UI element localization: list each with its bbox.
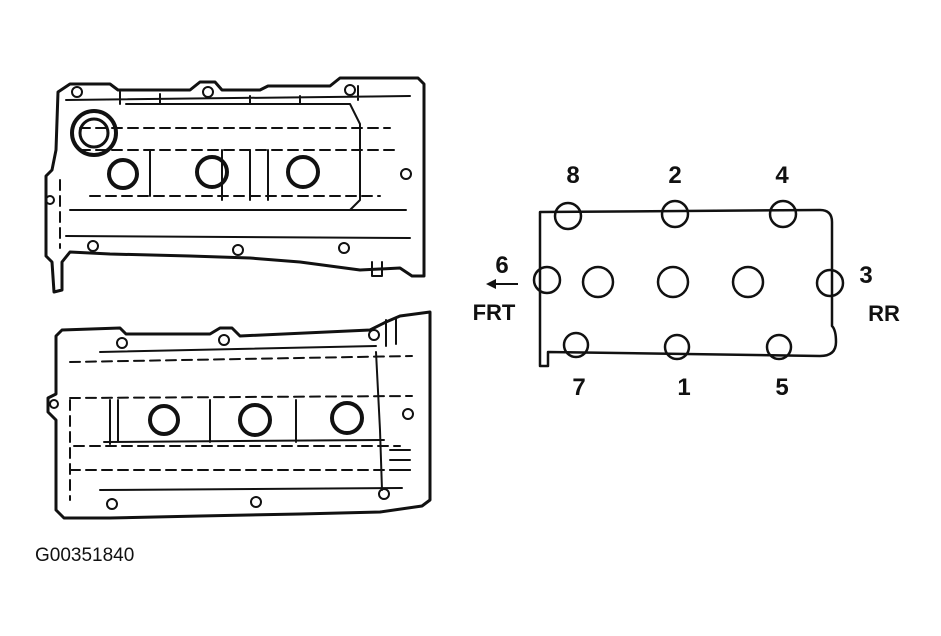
valve-cover-drawing-top [44, 76, 426, 294]
front-label: FRT [473, 300, 516, 325]
bolt-3 [815, 268, 845, 298]
bolt-label-6: 6 [495, 252, 508, 279]
bolt-label-8: 8 [566, 162, 579, 189]
bolt-8 [553, 201, 583, 231]
bolt-label-2: 2 [668, 162, 681, 189]
valve-cover-drawing-bottom [46, 310, 432, 520]
spark-plug-hole-2 [656, 265, 690, 299]
bolt-label-1: 1 [677, 374, 690, 401]
bolt-6 [532, 265, 562, 295]
bolt-5 [765, 333, 793, 361]
bolt-1 [663, 333, 691, 361]
bolt-label-3: 3 [859, 262, 872, 289]
figure-id: G00351840 [35, 545, 134, 566]
bolt-7 [562, 331, 590, 359]
bolt-label-7: 7 [572, 374, 585, 401]
front-arrow-icon [486, 279, 518, 289]
spark-plug-hole-1 [581, 265, 615, 299]
bolt-4 [768, 199, 798, 229]
bolt-label-4: 4 [775, 162, 789, 189]
rear-label: RR [868, 301, 900, 326]
spark-plug-hole-3 [731, 265, 765, 299]
bolt-sequence-diagram: 8 2 4 6 3 7 1 5 FRT RR [473, 162, 900, 401]
cover-outline [538, 208, 838, 368]
bolt-label-5: 5 [775, 374, 788, 401]
bolt-2 [660, 199, 690, 229]
